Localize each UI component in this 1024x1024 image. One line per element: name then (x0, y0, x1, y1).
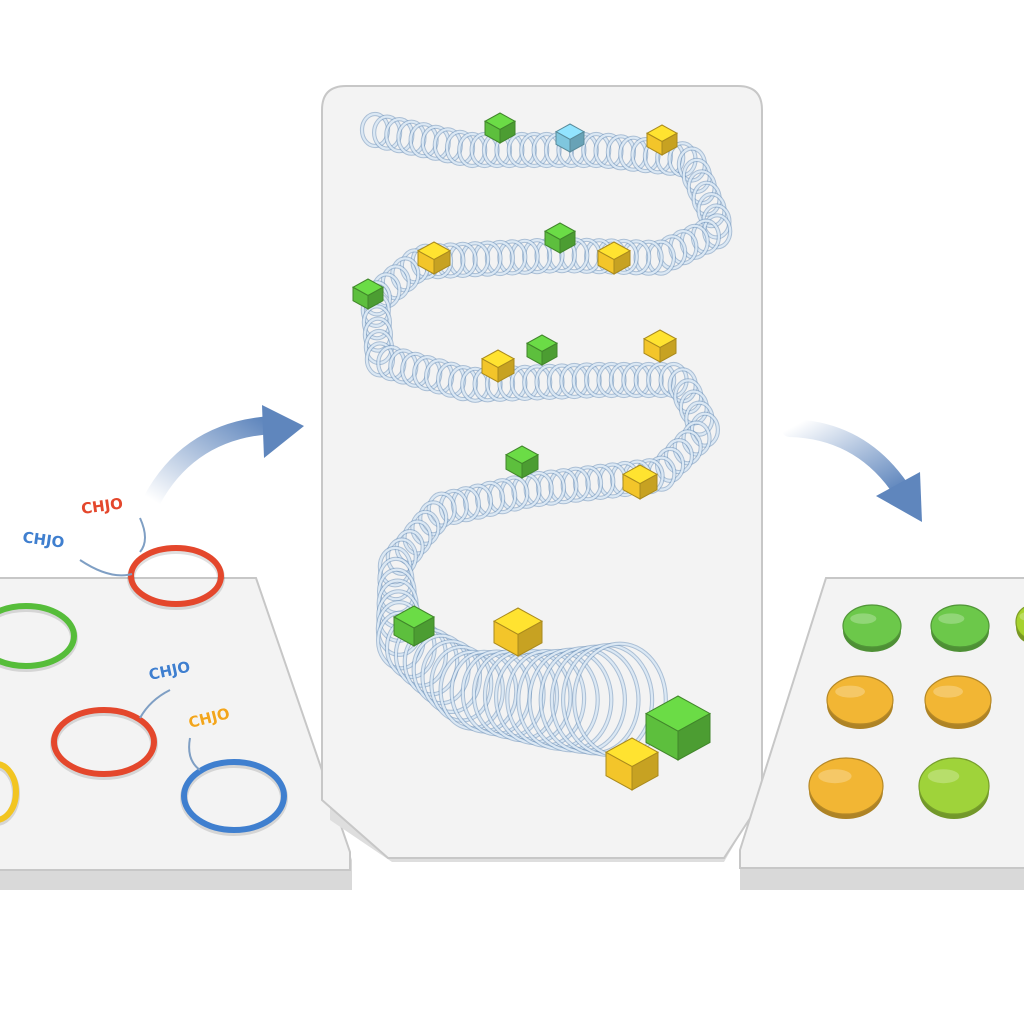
ring-icon (181, 759, 287, 833)
cube-icon (644, 695, 712, 761)
coil-loop (411, 510, 440, 546)
cube-icon (604, 737, 660, 791)
molecule-tag: CHJO (80, 494, 124, 518)
connector-line (79, 559, 133, 577)
cube-icon (596, 241, 632, 275)
right-panel (739, 577, 1024, 890)
cube-icon (543, 222, 577, 254)
cube-icon (645, 124, 679, 156)
cube-icon (416, 241, 452, 275)
arrow-icon-right (781, 419, 922, 522)
connector-line (139, 689, 171, 719)
cube-icon (483, 112, 517, 144)
coil-loop (363, 317, 392, 352)
cube-icon (525, 334, 559, 366)
left-panel-surface (0, 577, 351, 871)
cube-icon (492, 607, 544, 657)
connector-line (139, 517, 146, 553)
result-dot (1015, 606, 1024, 642)
cube-icon (480, 349, 516, 383)
ring-icon (0, 761, 19, 823)
result-dot (924, 675, 992, 729)
result-dot (808, 757, 884, 819)
cube-icon (621, 464, 659, 500)
result-dot (826, 675, 894, 729)
ring-icon (128, 545, 224, 607)
ring-icon (0, 603, 77, 669)
connector-line (188, 737, 201, 771)
coil-loop (427, 492, 456, 527)
cube-icon (392, 605, 436, 647)
cube-icon (554, 123, 586, 153)
coil-loop (682, 421, 711, 456)
coil-loop (419, 501, 448, 536)
coil-loop (362, 305, 391, 340)
coil-loop (421, 640, 482, 713)
result-dots (808, 604, 1024, 819)
arrow-icon-left (143, 405, 304, 509)
coil-loop (646, 362, 676, 398)
coil-loop (673, 430, 702, 465)
molecule-tag: CHJO (21, 528, 65, 552)
center-panel (321, 85, 763, 862)
cube-markers (351, 112, 712, 791)
cube-icon (642, 329, 678, 363)
result-dot (930, 604, 990, 652)
result-dot (918, 757, 990, 819)
coil-loop (690, 412, 720, 447)
ring-icon (51, 707, 157, 777)
result-dot (842, 604, 902, 652)
cube-icon (351, 278, 385, 310)
coil-loop (664, 439, 694, 474)
cube-icon (504, 445, 540, 479)
coil-loop (386, 538, 417, 576)
